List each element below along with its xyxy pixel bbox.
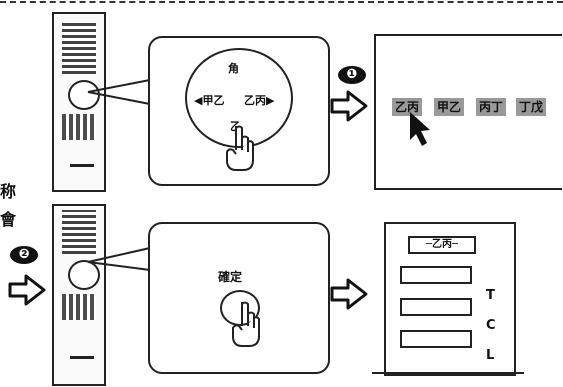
side-letter-l: L: [486, 348, 494, 363]
confirm-label: 確定: [218, 268, 242, 285]
pointing-hand-icon: [226, 124, 256, 172]
pointer-cursor-icon: [396, 110, 432, 150]
leader-line-top-2: [88, 92, 150, 104]
result-key-2: 甲乙: [434, 98, 464, 116]
step-badge-2: ❷: [10, 246, 38, 264]
form-field-2: [400, 298, 472, 316]
form-base-line: [372, 372, 524, 374]
side-letter-t: T: [486, 288, 495, 303]
result-key-4: 丁戊: [516, 98, 546, 116]
right-arrow-icon-1: [330, 90, 370, 124]
right-arrow-icon-2: [330, 278, 370, 312]
form-field-1: [400, 266, 472, 284]
dpad-left-label: ◀甲乙: [194, 92, 224, 108]
dpad-up-label: 角: [228, 60, 239, 76]
dpad-right-label: 乙丙▶: [244, 92, 274, 108]
pointing-hand-icon-confirm: [232, 300, 262, 348]
right-arrow-icon-3: [8, 274, 48, 308]
side-letter-c: C: [486, 318, 496, 333]
form-field-3: [400, 330, 472, 348]
form-header-field: ─乙丙─: [408, 236, 476, 254]
result-key-3: 丙丁: [476, 98, 506, 116]
step-badge-1: ❶: [338, 66, 366, 84]
leader-line-top-1: [88, 80, 150, 92]
leader-line-bottom-1: [88, 248, 150, 262]
leader-line-bottom-2: [88, 262, 150, 270]
